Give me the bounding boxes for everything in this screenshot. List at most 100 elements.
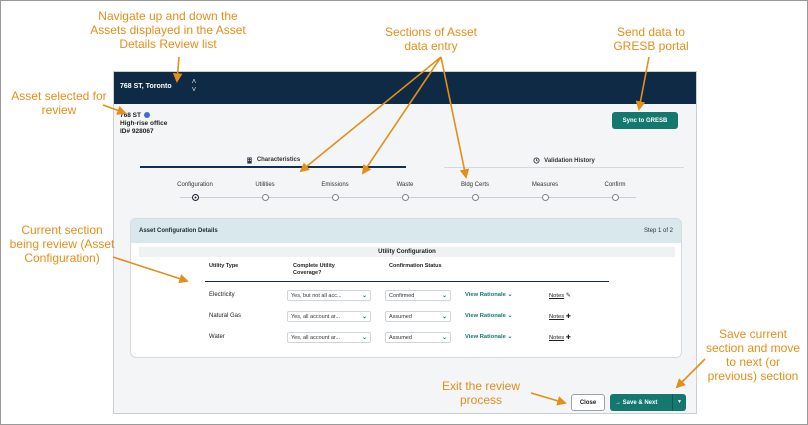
step-label: Bldg Certs: [460, 182, 489, 188]
chevron-down-icon: ⌄: [507, 334, 513, 340]
coverage-value: Yes, but not all acc...: [291, 292, 342, 299]
chevron-down-icon: ⌄: [361, 293, 367, 299]
save-options-dropdown-icon[interactable]: ▼: [672, 394, 686, 411]
annotation-navigate: Navigate up and down the Assets displaye…: [90, 9, 246, 51]
sync-to-gresb-button[interactable]: Sync to GRESB: [612, 112, 678, 129]
asset-review-window: 768 ST, Toronto ˄ ˅ 768 ST High-rise off…: [113, 71, 697, 414]
history-icon: [533, 157, 540, 164]
chevron-down-icon: ⌄: [441, 314, 447, 320]
coverage-value: Yes, all account ar...: [291, 334, 341, 341]
chevron-down-icon: ⌄: [441, 335, 447, 341]
coverage-value: Yes, all account ar...: [291, 313, 341, 320]
step-confirm[interactable]: Confirm: [580, 182, 650, 201]
tab-validation-label: Validation History: [544, 157, 595, 164]
status-select[interactable]: Confirmed ⌄: [385, 290, 451, 301]
plus-icon[interactable]: ✚: [565, 314, 571, 320]
notes-label[interactable]: Notes: [549, 335, 565, 341]
view-rationale-link[interactable]: View Rationale ⌄: [465, 334, 513, 340]
annotation-sections: Sections of Asset data entry: [384, 25, 478, 53]
status-dot-icon: [143, 112, 150, 118]
utility-config-title: Utility Configuration: [139, 247, 675, 257]
annotation-asset-selected: Asset selected for review: [11, 89, 107, 117]
tab-characteristics[interactable]: Characteristics: [140, 154, 406, 168]
step-label: Waste: [396, 182, 414, 188]
utility-type: Natural Gas: [209, 313, 242, 319]
annotation-send: Send data to GRESB portal: [613, 25, 689, 53]
notes-link[interactable]: Notes ✚: [549, 313, 571, 320]
view-rationale-link[interactable]: View Rationale ⌄: [465, 292, 513, 298]
step-emissions[interactable]: Emissions: [300, 182, 370, 201]
notes-link[interactable]: Notes ✚: [549, 334, 571, 341]
notes-link[interactable]: Notes ✎: [549, 292, 571, 299]
asset-id: ID# 928067: [120, 128, 154, 135]
asset-type: High-rise office: [120, 120, 168, 127]
asset-name: 768 ST: [120, 112, 141, 119]
chevron-down-icon: ⌄: [361, 335, 367, 341]
step-marker-icon: [541, 194, 549, 201]
pencil-icon[interactable]: ✎: [565, 293, 571, 299]
chevron-up-icon[interactable]: ˄: [191, 77, 197, 86]
close-button[interactable]: Close: [571, 394, 605, 411]
step-waste[interactable]: Waste: [370, 182, 440, 201]
section-stepper: Configuration Utilities Emissions Waste Bldg…: [134, 182, 674, 204]
status-value: Assumed: [389, 334, 412, 341]
chevron-down-icon: ⌄: [361, 314, 367, 320]
step-label: Configuration: [177, 182, 213, 188]
asset-nav-bar: 768 ST, Toronto ˄ ˅: [114, 72, 696, 104]
coverage-select[interactable]: Yes, but not all acc... ⌄: [287, 290, 371, 301]
card-step-indicator: Step 1 of 2: [643, 228, 673, 234]
annotation-save-current: Save current section and move to next (o…: [705, 327, 801, 383]
save-and-next-label[interactable]: → Save & Next: [615, 399, 658, 406]
chevron-down-icon: ⌄: [441, 293, 447, 299]
coverage-select[interactable]: Yes, all account ar... ⌄: [287, 311, 371, 322]
status-value: Assumed: [389, 313, 412, 320]
step-configuration[interactable]: Configuration: [160, 182, 230, 201]
annotation-exit: Exit the review process: [441, 379, 521, 407]
step-marker-icon: [401, 194, 409, 201]
col-header-utility-type: Utility Type: [209, 263, 239, 269]
status-select[interactable]: Assumed ⌄: [385, 332, 451, 343]
col-header-coverage: Complete Utility Coverage?: [293, 263, 335, 276]
header-divider: [205, 281, 609, 282]
utility-type: Electricity: [209, 292, 235, 298]
step-marker-icon: [191, 194, 199, 201]
card-title: Asset Configuration Details: [139, 228, 218, 234]
asset-configuration-card: Asset Configuration Details Step 1 of 2 …: [130, 218, 682, 358]
notes-label[interactable]: Notes: [549, 293, 565, 299]
utility-type: Water: [209, 334, 225, 340]
card-header: Asset Configuration Details Step 1 of 2: [131, 219, 681, 243]
step-marker-icon: [261, 194, 269, 201]
asset-nav-arrows[interactable]: ˄ ˅: [189, 78, 199, 94]
building-icon: [247, 156, 252, 164]
save-and-next-button[interactable]: → Save & Next ▼: [610, 394, 686, 411]
step-bldg-certs[interactable]: Bldg Certs: [440, 182, 510, 201]
chevron-down-icon: ⌄: [507, 313, 513, 319]
step-marker-icon: [611, 194, 619, 201]
status-value: Confirmed: [389, 292, 415, 299]
step-marker-icon: [331, 194, 339, 201]
view-rationale-link[interactable]: View Rationale ⌄: [465, 313, 513, 319]
col-header-status: Confirmation Status: [389, 263, 442, 269]
notes-label[interactable]: Notes: [549, 314, 565, 320]
chevron-down-icon: ⌄: [507, 292, 513, 298]
step-label: Emissions: [321, 182, 349, 188]
coverage-select[interactable]: Yes, all account ar... ⌄: [287, 332, 371, 343]
tab-validation-history[interactable]: Validation History: [444, 154, 684, 168]
step-label: Measures: [531, 182, 559, 188]
step-label: Confirm: [604, 182, 626, 188]
asset-summary: 768 ST High-rise office ID# 928067: [120, 112, 167, 136]
step-utilities[interactable]: Utilities: [230, 182, 300, 201]
chevron-down-icon[interactable]: ˅: [191, 85, 197, 94]
step-measures[interactable]: Measures: [510, 182, 580, 201]
status-select[interactable]: Assumed ⌄: [385, 311, 451, 322]
plus-icon[interactable]: ✚: [565, 335, 571, 341]
annotation-current-section: Current section being review (Asset Conf…: [9, 223, 115, 265]
step-marker-icon: [471, 194, 479, 201]
asset-nav-title: 768 ST, Toronto: [120, 83, 172, 90]
tab-characteristics-label: Characteristics: [256, 157, 301, 163]
step-label: Utilities: [255, 182, 275, 188]
